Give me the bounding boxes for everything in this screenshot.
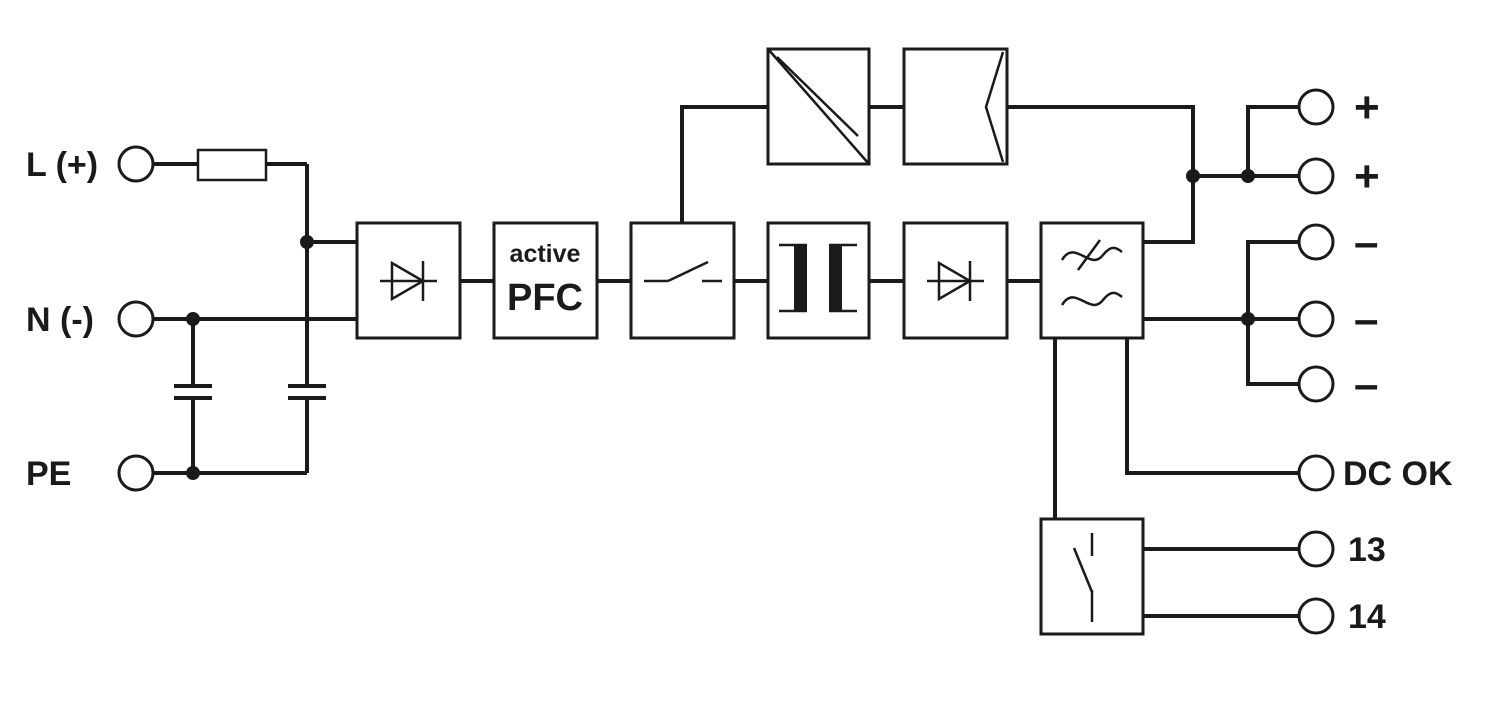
capacitor-symbol xyxy=(174,384,212,400)
terminal-minus-1 xyxy=(1297,223,1335,261)
terminal-l xyxy=(117,145,155,183)
transformer-block xyxy=(766,221,871,340)
label-13: 13 xyxy=(1348,531,1386,569)
converter-icon xyxy=(767,48,870,165)
output-rectifier-block xyxy=(902,221,1009,340)
switch-icon xyxy=(644,260,722,283)
diode-icon xyxy=(380,260,437,302)
diode-icon xyxy=(927,260,984,302)
label-minus-1: – xyxy=(1354,218,1378,267)
relay-block xyxy=(1039,517,1145,636)
terminal-pe xyxy=(117,454,155,492)
junction-dot xyxy=(300,235,314,249)
terminal-n xyxy=(117,300,155,338)
terminal-13 xyxy=(1297,530,1335,568)
auxiliary-output-block xyxy=(902,47,1009,166)
junction-dot xyxy=(1186,169,1200,183)
terminal-plus-2 xyxy=(1297,157,1335,195)
filter-block xyxy=(1039,221,1145,340)
pfc-line2: PFC xyxy=(507,277,583,319)
input-section: L (+) N (-) PE xyxy=(26,145,357,493)
filter-icon xyxy=(1060,239,1123,307)
label-pe: PE xyxy=(26,455,71,493)
label-dc-ok: DC OK xyxy=(1343,455,1453,493)
pfc-block: active PFC xyxy=(492,221,599,340)
label-minus-3: – xyxy=(1354,360,1378,409)
label-minus-2: – xyxy=(1354,295,1378,344)
label-l: L (+) xyxy=(26,146,98,184)
junction-dot xyxy=(186,312,200,326)
terminal-14 xyxy=(1297,597,1335,635)
terminal-minus-2 xyxy=(1297,300,1335,338)
label-plus-2: + xyxy=(1354,152,1380,201)
junction-dot xyxy=(186,466,200,480)
capacitor-symbol xyxy=(288,384,326,400)
output-section: + + – – – DC OK 13 14 xyxy=(1039,83,1453,636)
label-plus-1: + xyxy=(1354,83,1380,132)
label-n: N (-) xyxy=(26,301,94,339)
junction-dot xyxy=(1241,169,1255,183)
aux-symbol-icon xyxy=(984,51,1005,163)
rectifier-block xyxy=(355,221,462,340)
transformer-icon xyxy=(779,243,857,313)
fuse-symbol xyxy=(196,148,268,182)
terminal-minus-3 xyxy=(1297,365,1335,403)
terminal-plus-1 xyxy=(1297,88,1335,126)
relay-contact-icon xyxy=(1072,533,1094,622)
label-14: 14 xyxy=(1348,598,1386,636)
switching-block xyxy=(629,221,736,340)
pfc-line1: active xyxy=(510,240,581,268)
terminal-dc-ok xyxy=(1297,454,1335,492)
dcdc-converter-block xyxy=(766,47,871,166)
junction-dot xyxy=(1241,312,1255,326)
